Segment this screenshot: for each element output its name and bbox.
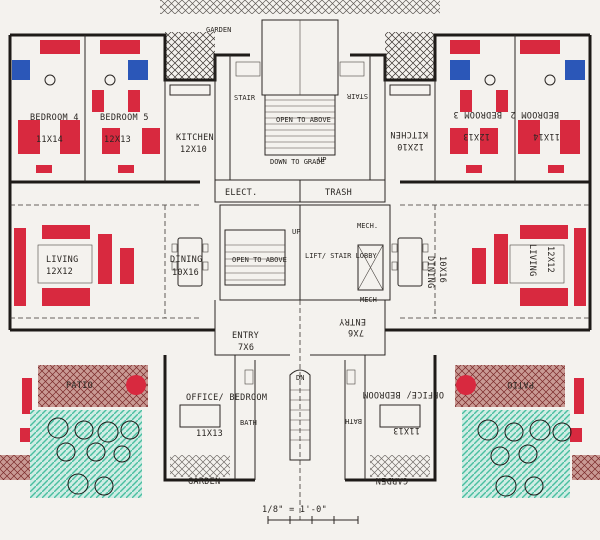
patios: [0, 365, 600, 480]
kitchen-left-size: 12X10: [180, 145, 207, 155]
garden-bottom-right-label: GARDEN: [375, 475, 408, 485]
office-furniture: [179, 369, 421, 428]
bedroom-furniture: [18, 40, 580, 173]
dining-left-label: DINING: [170, 255, 203, 265]
bath-left-label: BATH: [240, 419, 257, 427]
bedroom2-size: 11X14: [533, 131, 560, 141]
patio-right-label: PATIO: [507, 379, 534, 389]
bedroom3-label: BEDROOM 3: [453, 109, 502, 119]
mech-upper: MECH.: [357, 222, 378, 230]
patio-left-label: PATIO: [66, 381, 93, 391]
bath-right-label: BATH: [345, 417, 362, 425]
elect-room: ELECT.: [225, 188, 258, 198]
scale-label: 1/8" = 1'-0": [262, 505, 327, 515]
dining-tables: [171, 237, 429, 287]
up-mid: UP: [292, 228, 300, 236]
bedroom4-size: 11X14: [36, 135, 63, 145]
kitchen-left-label: KITCHEN: [176, 133, 214, 143]
entry-left-size: 7X6: [238, 343, 254, 353]
office-right-label: OFFICE/ BEDROOM: [363, 389, 444, 399]
garden-bottom-left-label: GARDEN: [188, 477, 221, 487]
open-above-top: OPEN TO ABOVE: [276, 116, 331, 124]
mech-lower: MECH: [360, 296, 377, 304]
bedroom5-size: 12X13: [104, 135, 131, 145]
living-furniture: [14, 225, 586, 306]
dn-label: DN: [296, 374, 304, 382]
living-right-size: 12X12: [545, 246, 555, 273]
office-right-size: 11X13: [393, 425, 420, 435]
bedroom4-label: BEDROOM 4: [30, 113, 79, 123]
kitchen-counters: [169, 61, 431, 96]
living-right-label: LIVING: [527, 244, 537, 277]
open-above-mid: OPEN TO ABOVE: [232, 256, 287, 264]
office-left-size: 11X13: [196, 429, 223, 439]
office-left-label: OFFICE/ BEDROOM: [186, 393, 267, 403]
entry-right-size: 7X6: [348, 327, 364, 337]
central-stair: [224, 19, 384, 520]
green-gardens: [30, 410, 572, 498]
top-garden-hatch: [160, 0, 440, 80]
down-to-grade: DOWN TO GRADE: [270, 158, 325, 166]
interior-walls: [10, 35, 590, 480]
bottom-garden-hatch: [170, 455, 430, 477]
stair-left-label: STAIR: [234, 94, 256, 102]
dining-right-label: DINING: [425, 256, 435, 289]
exterior-walls: [8, 33, 592, 482]
kitchen-right-size: 12X10: [397, 141, 424, 151]
living-rugs: [37, 244, 565, 284]
kitchen-right-label: KITCHEN: [390, 129, 428, 139]
garden-top-label: GARDEN: [206, 26, 231, 34]
bedroom3-size: 12X13: [463, 131, 490, 141]
trash-room: TRASH: [325, 188, 352, 198]
lift-stair-lobby: LIFT/ STAIR LOBBY: [305, 252, 377, 260]
dining-left-size: 10X16: [172, 268, 199, 278]
entry-right-label: ENTRY: [339, 316, 366, 326]
living-left-label: LIVING: [46, 255, 79, 265]
living-left-size: 12X12: [46, 267, 73, 277]
entry-left-label: ENTRY: [232, 331, 259, 341]
stair-right-label: STAIR: [346, 92, 368, 100]
bath-fixtures: [12, 60, 585, 86]
up-top: UP: [318, 156, 326, 164]
scale-bar: [267, 516, 359, 524]
dining-right-size: 10X16: [437, 256, 447, 283]
bedroom5-label: BEDROOM 5: [100, 113, 149, 123]
bedroom2-label: BEDROOM 2: [510, 109, 559, 119]
